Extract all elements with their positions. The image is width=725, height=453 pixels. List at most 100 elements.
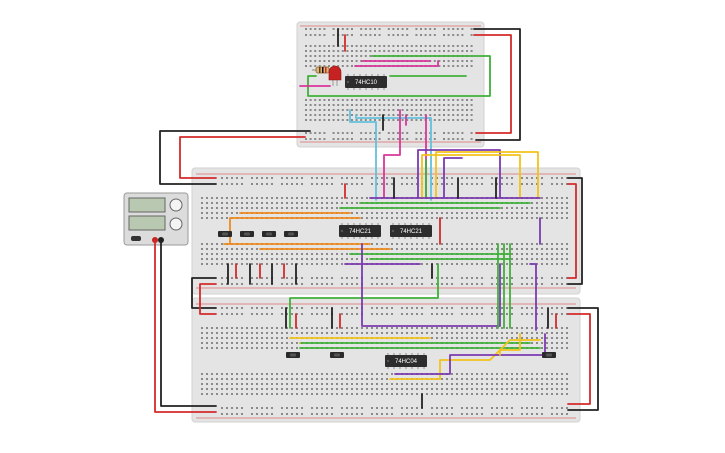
hole bbox=[381, 383, 383, 385]
breadboard-top[interactable] bbox=[296, 21, 485, 148]
wire-red-supply[interactable] bbox=[154, 239, 217, 413]
hole bbox=[391, 373, 393, 375]
hole bbox=[501, 307, 503, 309]
wire-purple-bot-1[interactable] bbox=[394, 333, 546, 375]
hole bbox=[296, 197, 298, 199]
hole bbox=[387, 138, 390, 140]
hole bbox=[511, 212, 513, 214]
wire-black-left-loop[interactable] bbox=[159, 130, 311, 185]
hole bbox=[383, 50, 386, 52]
hole bbox=[301, 327, 303, 329]
current-knob-icon[interactable] bbox=[169, 217, 183, 231]
wire-black-left-mid[interactable] bbox=[191, 277, 217, 309]
hole bbox=[360, 138, 363, 140]
hole bbox=[291, 313, 293, 315]
hole bbox=[397, 138, 399, 140]
hole bbox=[286, 383, 288, 385]
wire-yellow-up-1[interactable] bbox=[421, 154, 521, 199]
hole bbox=[328, 104, 330, 106]
hole bbox=[447, 104, 450, 106]
hole bbox=[256, 327, 258, 329]
hole bbox=[206, 207, 208, 209]
voltage-knob-icon[interactable] bbox=[169, 198, 183, 212]
hole bbox=[361, 393, 363, 395]
hole bbox=[314, 45, 317, 47]
hole bbox=[511, 313, 513, 315]
hole bbox=[466, 388, 468, 390]
wire-yellow-bot-4[interactable] bbox=[499, 333, 521, 356]
power-switch[interactable] bbox=[131, 236, 141, 241]
hole bbox=[476, 327, 478, 329]
hole bbox=[541, 342, 543, 344]
wire-pink-top-1[interactable] bbox=[354, 60, 439, 67]
wire-black-right-bottom[interactable] bbox=[567, 307, 599, 411]
hole bbox=[451, 327, 453, 329]
hole bbox=[481, 243, 483, 245]
wire-green-top-loop[interactable] bbox=[307, 55, 491, 97]
hole bbox=[436, 217, 438, 219]
wire-red-left-mid[interactable] bbox=[199, 283, 217, 315]
hole bbox=[231, 393, 233, 395]
wire-purple-cross-1[interactable] bbox=[361, 243, 501, 327]
hole bbox=[556, 347, 558, 349]
wire-yellow-up-2[interactable] bbox=[435, 151, 539, 199]
hole bbox=[241, 183, 243, 185]
wire-purple-cross-2[interactable] bbox=[529, 263, 537, 331]
hole bbox=[351, 104, 353, 106]
hole bbox=[420, 99, 422, 101]
chip-top[interactable]: 74HC10 bbox=[345, 74, 387, 90]
hole bbox=[221, 342, 223, 344]
chip-bottom[interactable]: 74HC04 bbox=[385, 353, 427, 369]
hole bbox=[433, 50, 436, 52]
chip-mid-left[interactable]: 74HC21 bbox=[339, 223, 381, 239]
hole bbox=[201, 332, 203, 334]
hole bbox=[438, 109, 441, 111]
power-supply[interactable] bbox=[123, 192, 189, 246]
wire-red-right-bottom[interactable] bbox=[567, 313, 591, 405]
hole bbox=[461, 327, 463, 329]
hole bbox=[551, 347, 553, 349]
hole bbox=[566, 327, 568, 329]
wire-purple-up-1[interactable] bbox=[417, 149, 501, 199]
hole bbox=[401, 119, 404, 121]
hole bbox=[406, 283, 408, 285]
hole bbox=[476, 388, 478, 390]
hole bbox=[481, 248, 483, 250]
chip-mid-right[interactable]: 74HC21 bbox=[390, 223, 432, 239]
breadboard-middle[interactable] bbox=[191, 167, 581, 295]
wire-black-right-mid[interactable] bbox=[567, 177, 583, 285]
wire-red-right-top[interactable] bbox=[473, 34, 512, 134]
wire-red-left-loop[interactable] bbox=[179, 136, 306, 179]
hole bbox=[381, 183, 383, 185]
wire-pink-down-1[interactable] bbox=[383, 109, 401, 199]
hole bbox=[387, 104, 390, 106]
wire-green-cross-1[interactable] bbox=[289, 263, 439, 329]
hole bbox=[321, 307, 323, 309]
hole bbox=[206, 373, 208, 375]
wire-purple-up-2[interactable] bbox=[443, 157, 463, 199]
hole bbox=[281, 378, 283, 380]
hole bbox=[556, 263, 558, 265]
hole bbox=[316, 263, 318, 265]
wire-red-right-mid[interactable] bbox=[567, 183, 577, 279]
hole bbox=[561, 258, 563, 260]
hole bbox=[551, 177, 553, 179]
hole bbox=[301, 413, 303, 415]
hole bbox=[369, 28, 372, 30]
wire-blue-2[interactable] bbox=[355, 114, 432, 201]
hole bbox=[461, 50, 464, 52]
hole bbox=[481, 307, 483, 309]
hole bbox=[452, 104, 455, 106]
hole bbox=[221, 243, 223, 245]
wire-black-supply[interactable] bbox=[160, 239, 217, 407]
wire-black-right-top[interactable] bbox=[473, 28, 521, 141]
wire-blue-1[interactable] bbox=[349, 109, 377, 201]
led[interactable] bbox=[328, 65, 342, 81]
hole bbox=[351, 28, 353, 30]
hole bbox=[506, 383, 508, 385]
wire-yellow-bot-3[interactable] bbox=[389, 339, 541, 380]
hole bbox=[421, 277, 423, 279]
hole bbox=[371, 177, 373, 179]
hole bbox=[206, 258, 208, 260]
hole bbox=[251, 207, 253, 209]
